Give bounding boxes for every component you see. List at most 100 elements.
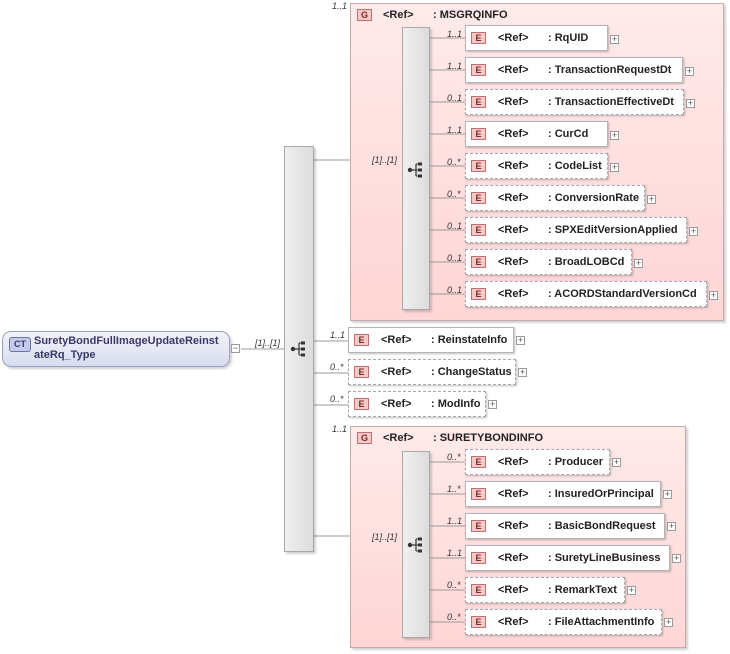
group-badge: G [357,432,372,444]
element-producer[interactable]: E <Ref> : Producer [465,449,610,475]
element-name: : TransactionRequestDt [548,64,672,76]
element-cardinality: 0..1 [447,93,463,103]
element-changestatus[interactable]: E <Ref> : ChangeStatus [348,359,516,385]
expand-button[interactable]: + [672,553,681,563]
element-cardinality: 0..* [447,452,461,462]
element-broadlobcd[interactable]: E <Ref> : BroadLOBCd [465,249,632,275]
expand-button[interactable]: + [647,194,656,204]
collapse-button[interactable]: − [231,343,240,353]
sequence-icon [407,162,422,178]
element-badge: E [471,32,486,44]
element-badge: E [471,256,486,268]
element-name: : ChangeStatus [431,366,512,378]
element-ref: <Ref> [381,398,412,410]
element-badge: E [471,160,486,172]
element-cardinality: 0..1 [447,285,463,295]
group-name: : MSGRQINFO [433,9,508,21]
element-name: : ModInfo [431,398,481,410]
element-ref: <Ref> [498,456,529,468]
expand-button[interactable]: + [667,521,676,531]
element-ref: <Ref> [498,32,529,44]
element-basicbondrequest[interactable]: E <Ref> : BasicBondRequest [465,513,665,539]
element-badge: E [471,456,486,468]
expand-button[interactable]: + [610,162,619,172]
element-ref: <Ref> [498,288,529,300]
element-cardinality: 0..* [447,580,461,590]
group-msgrqinfo-header: G <Ref> : MSGRQINFO [351,4,551,30]
element-cardinality: 1..1 [447,548,463,558]
complex-type-name: SuretyBondFullImageUpdateReinst ateRq_Ty… [34,334,226,362]
element-cardinality: 0..* [330,394,344,404]
expand-button[interactable]: + [612,457,621,467]
element-cardinality: 1..1 [447,516,463,526]
expand-button[interactable]: + [627,585,636,595]
element-ref: <Ref> [498,584,529,596]
group-badge: G [357,9,372,21]
expand-button[interactable]: + [610,34,619,44]
element-ref: <Ref> [498,64,529,76]
expand-button[interactable]: + [516,335,525,345]
element-name: : TransactionEffectiveDt [548,96,674,108]
group-ref: <Ref> [383,432,414,444]
element-transactionrequestdt[interactable]: E <Ref> : TransactionRequestDt [465,57,683,83]
element-reinstateinfo[interactable]: E <Ref> : ReinstateInfo [348,327,514,353]
element-acordstandardversioncd[interactable]: E <Ref> : ACORDStandardVersionCd [465,281,707,307]
expand-button[interactable]: + [709,290,718,300]
element-badge: E [471,224,486,236]
element-modinfo[interactable]: E <Ref> : ModInfo [348,391,486,417]
element-name: : SPXEditVersionApplied [548,224,678,236]
element-spxeditversionapplied[interactable]: E <Ref> : SPXEditVersionApplied [465,217,687,243]
group-suretybondinfo-cardinality: 1..1 [332,424,348,434]
expand-button[interactable]: + [488,399,497,409]
expand-button[interactable]: + [685,66,694,76]
element-badge: E [471,192,486,204]
element-insuredorprincipal[interactable]: E <Ref> : InsuredOrPrincipal [465,481,661,507]
expand-button[interactable]: + [634,258,643,268]
element-ref: <Ref> [498,128,529,140]
expand-button[interactable]: + [664,617,673,627]
group-suretybondinfo-header: G <Ref> : SURETYBONDINFO [351,427,571,453]
complex-type-root[interactable]: CT SuretyBondFullImageUpdateReinst ateRq… [2,331,230,367]
expand-button[interactable]: + [610,130,619,140]
element-suretylinebusiness[interactable]: E <Ref> : SuretyLineBusiness [465,545,670,571]
expand-button[interactable]: + [689,226,698,236]
root-sequence-cardinality: [1]..[1] [255,338,281,348]
element-badge: E [471,96,486,108]
element-name: : ReinstateInfo [431,334,508,346]
element-ref: <Ref> [498,520,529,532]
element-cardinality: 0..* [330,362,344,372]
element-name: : CurCd [548,128,589,140]
element-ref: <Ref> [498,192,529,204]
element-fileattachmentinfo[interactable]: E <Ref> : FileAttachmentInfo [465,609,662,635]
element-ref: <Ref> [498,160,529,172]
element-rquid[interactable]: E <Ref> : RqUID [465,25,608,51]
element-ref: <Ref> [381,334,412,346]
element-name: : RqUID [548,32,589,44]
element-ref: <Ref> [498,224,529,236]
element-cardinality: 0..* [447,612,461,622]
element-name: : BroadLOBCd [548,256,625,268]
element-codelist[interactable]: E <Ref> : CodeList [465,153,608,179]
element-ref: <Ref> [498,488,529,500]
complex-type-badge: CT [9,337,31,352]
element-ref: <Ref> [498,552,529,564]
element-name: : ACORDStandardVersionCd [548,288,697,300]
element-badge: E [471,288,486,300]
element-cardinality: 0..* [447,157,461,167]
element-name: : Producer [548,456,604,468]
element-badge: E [471,584,486,596]
expand-button[interactable]: + [518,367,527,377]
msgrqinfo-sequence-compositor[interactable] [402,27,430,310]
sequence-icon [407,537,422,553]
element-name: : RemarkText [548,584,617,596]
element-name: : FileAttachmentInfo [548,616,655,628]
expand-button[interactable]: + [663,489,672,499]
element-curcd[interactable]: E <Ref> : CurCd [465,121,608,147]
element-conversionrate[interactable]: E <Ref> : ConversionRate [465,185,645,211]
element-ref: <Ref> [498,256,529,268]
element-transactioneffectivedt[interactable]: E <Ref> : TransactionEffectiveDt [465,89,684,115]
element-remarktext[interactable]: E <Ref> : RemarkText [465,577,625,603]
element-ref: <Ref> [498,616,529,628]
complex-type-name-line-1: SuretyBondFullImageUpdateReinst [34,335,219,347]
expand-button[interactable]: + [686,98,695,108]
